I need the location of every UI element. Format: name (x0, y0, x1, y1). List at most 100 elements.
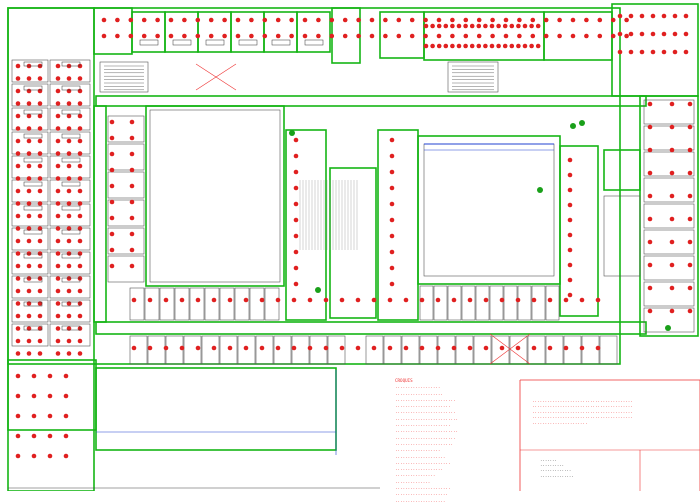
room-s4 (383, 335, 402, 365)
note-line: .................... (395, 453, 446, 459)
chair (669, 170, 675, 176)
chair (168, 33, 174, 39)
room-s3 (165, 335, 184, 365)
chair (15, 413, 21, 419)
room-s (264, 287, 280, 321)
chair (26, 88, 32, 94)
chair (499, 345, 505, 351)
chair (55, 151, 61, 156)
chair (55, 238, 61, 244)
chair (307, 345, 313, 351)
note-line: .................. (395, 384, 441, 390)
desk (139, 39, 159, 46)
chair (389, 217, 395, 223)
chair (443, 43, 449, 49)
chair (26, 338, 32, 344)
chair (307, 297, 313, 303)
hall-east (417, 135, 561, 285)
chair (423, 43, 429, 49)
chair (639, 49, 645, 55)
chair (129, 135, 135, 141)
room-s (189, 287, 205, 321)
chair (467, 297, 473, 303)
chair (567, 232, 573, 238)
chair (37, 226, 43, 231)
chair (610, 17, 616, 23)
desk (304, 39, 324, 46)
chair (163, 345, 169, 351)
chair (617, 49, 623, 55)
chair (55, 201, 61, 206)
chair (77, 263, 83, 269)
note-line: ........................ (395, 434, 456, 440)
chair (37, 251, 43, 256)
chair (483, 297, 489, 303)
chair (529, 43, 534, 49)
chair (293, 185, 299, 191)
chair (55, 251, 61, 256)
chair (403, 345, 409, 351)
desk (23, 157, 43, 163)
desk (271, 39, 291, 46)
note-line: ...................... (395, 485, 451, 491)
note-line: .................. (395, 447, 441, 453)
tree (579, 120, 585, 126)
chair (329, 17, 335, 23)
chair (15, 126, 21, 131)
chair (293, 217, 299, 223)
chair (509, 23, 515, 29)
floor-plan (7, 3, 700, 491)
chair (128, 17, 134, 23)
chair (650, 49, 656, 55)
desk (61, 157, 81, 163)
stair-n (447, 61, 499, 93)
chair (55, 288, 61, 294)
chair (293, 265, 299, 271)
chair (316, 17, 321, 23)
cell-w2 (49, 59, 91, 83)
chair (77, 238, 83, 244)
room-s3 (309, 335, 328, 365)
chair (579, 345, 585, 351)
office-n-5 (296, 11, 331, 53)
chair (15, 176, 21, 181)
chair (37, 176, 43, 181)
cell-cw (107, 115, 145, 143)
chair (47, 393, 53, 399)
hall-east-inner (423, 143, 555, 277)
cell-w (11, 59, 49, 83)
chair (66, 338, 72, 344)
chair (687, 124, 693, 130)
chair (66, 188, 72, 194)
chair (227, 297, 233, 303)
chair (47, 373, 53, 379)
chair (66, 238, 72, 244)
chair (168, 17, 174, 23)
chair (195, 345, 201, 351)
chair (179, 345, 185, 351)
chair (291, 345, 297, 351)
chair (687, 101, 693, 107)
room-s (249, 287, 265, 321)
chair (435, 345, 441, 351)
desk (61, 301, 81, 307)
block-nw (93, 7, 133, 55)
chair (647, 147, 653, 153)
chair (436, 33, 442, 39)
chair (77, 188, 83, 194)
chair (147, 345, 153, 351)
chair (570, 17, 576, 23)
chair (443, 23, 449, 29)
desk (61, 325, 81, 331)
chair (15, 276, 21, 281)
room-s4 (401, 335, 420, 365)
room-s (129, 287, 145, 321)
chair (543, 17, 549, 23)
chair (15, 188, 21, 194)
chair (37, 151, 43, 156)
tree (537, 187, 543, 193)
chair (483, 43, 488, 49)
chair (55, 226, 61, 231)
hall-west (145, 105, 285, 287)
chair (463, 17, 469, 23)
